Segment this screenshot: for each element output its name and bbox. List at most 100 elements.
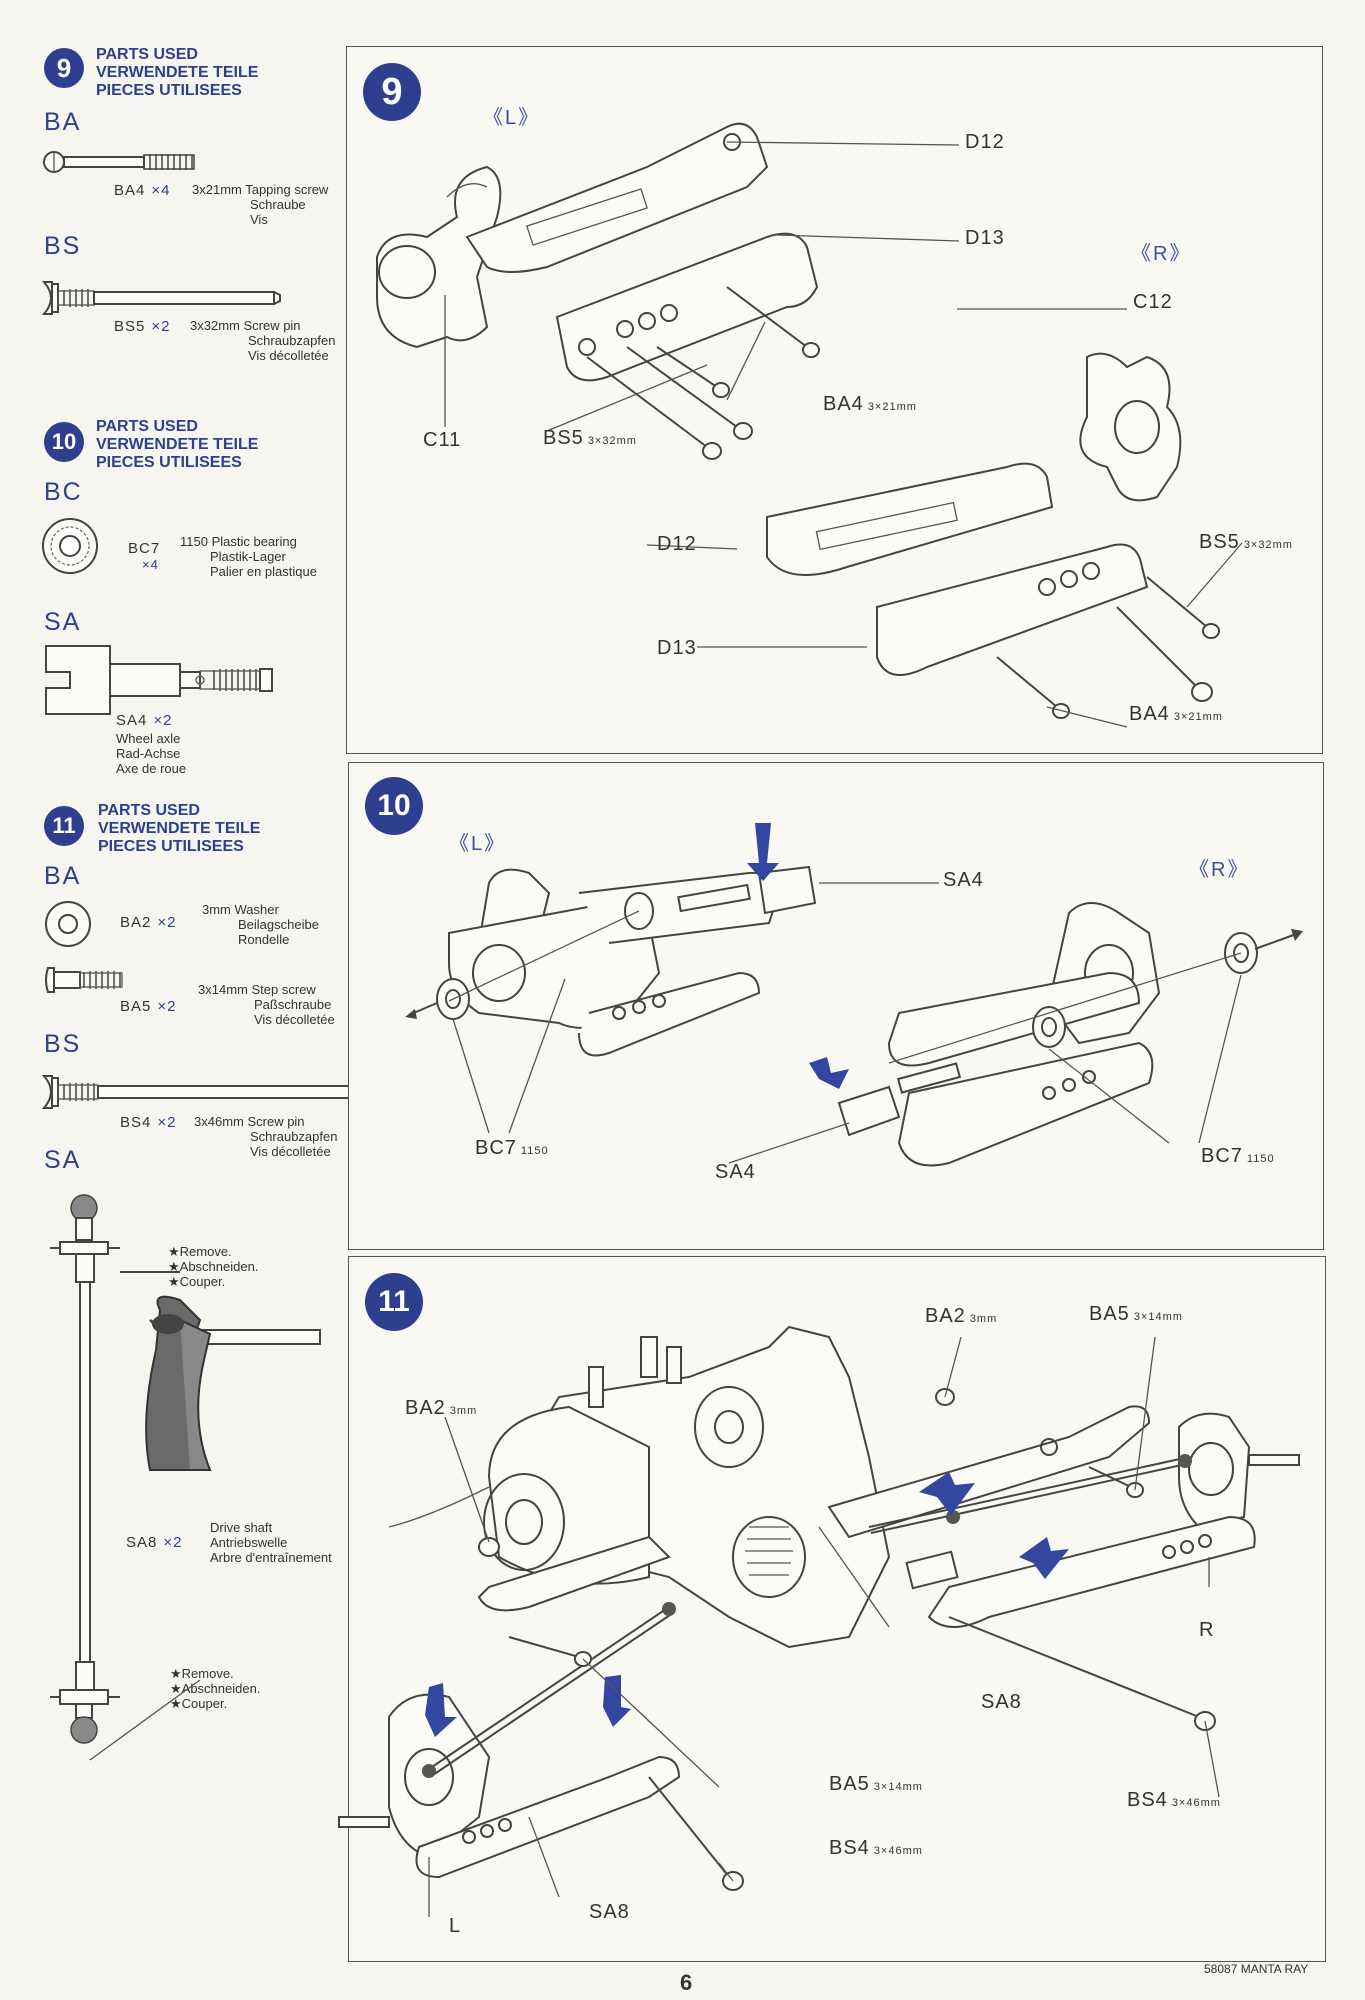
part-desc-bc7: 1150 Plastic bearing Plastik-Lager Palie… bbox=[180, 534, 317, 579]
qty: ×2 bbox=[151, 318, 171, 335]
desc-line: Schraube bbox=[250, 197, 306, 212]
part-desc-ba5: 3x14mm Step screw Paßschraube Vis décoll… bbox=[198, 982, 335, 1027]
step-11-drawing bbox=[338, 1325, 1300, 1917]
heading-line: PARTS USED bbox=[96, 418, 198, 435]
code: BS4 bbox=[1127, 1789, 1168, 1811]
model-caption: 58087 MANTA RAY bbox=[1204, 1962, 1309, 1976]
code: BA4 bbox=[1129, 703, 1170, 725]
step-10-badge: 10 bbox=[365, 777, 423, 835]
category-sa: SA bbox=[44, 608, 82, 636]
note-line: ★Remove. bbox=[168, 1244, 232, 1259]
label-d13-upper: D13 bbox=[965, 227, 1005, 249]
desc-line: Schraubzapfen bbox=[250, 1129, 338, 1144]
part-code-sa8: SA8×2 bbox=[126, 1534, 182, 1551]
desc-line: Wheel axle bbox=[116, 731, 181, 746]
heading-line: PIECES UTILISEES bbox=[98, 838, 244, 855]
step-9-panel: 9 《L》 《R》 bbox=[346, 46, 1323, 754]
desc-line: 3x46mm Screw pin bbox=[194, 1114, 305, 1129]
desc-line: 3x21mm Tapping screw bbox=[192, 182, 329, 197]
label-sa8-right: SA8 bbox=[981, 1691, 1022, 1713]
code: BC7 bbox=[475, 1137, 517, 1159]
part-desc-sa4: Wheel axle Rad-Achse Axe de roue bbox=[116, 731, 186, 776]
note-line: ★Remove. bbox=[170, 1666, 234, 1681]
step-9-drawing bbox=[376, 122, 1243, 728]
leader-line bbox=[89, 1679, 201, 1761]
qty: ×2 bbox=[157, 998, 177, 1015]
size: 3×46mm bbox=[1171, 1797, 1221, 1809]
size: 3×14mm bbox=[873, 1781, 923, 1793]
label-d12-upper: D12 bbox=[965, 131, 1005, 153]
desc-line: Axe de roue bbox=[116, 761, 187, 776]
part-code-sa4: SA4×2 bbox=[116, 712, 172, 729]
desc-line: Vis décolletée bbox=[248, 348, 329, 363]
code: BA4 bbox=[823, 393, 864, 415]
note-line: ★Couper. bbox=[168, 1274, 226, 1289]
part-code-bs4: BS4×2 bbox=[120, 1114, 176, 1131]
size: 3mm bbox=[449, 1405, 478, 1417]
qty: ×4 bbox=[151, 182, 171, 199]
label-d12-lower: D12 bbox=[657, 533, 697, 555]
code: BA2 bbox=[405, 1397, 446, 1419]
code: BA2 bbox=[925, 1305, 966, 1327]
qty: ×2 bbox=[157, 1114, 177, 1131]
heading-line: VERWENDETE TEILE bbox=[96, 436, 259, 453]
page-number: 6 bbox=[680, 1970, 693, 1995]
desc-line: Paßschraube bbox=[254, 997, 332, 1012]
code: BS5 bbox=[543, 427, 584, 449]
step-10-drawing bbox=[405, 823, 1303, 1167]
part-desc-ba4: 3x21mm Tapping screw Schraube Vis bbox=[192, 182, 328, 227]
desc-line: Plastik-Lager bbox=[210, 549, 286, 564]
desc-line: 3x14mm Step screw bbox=[198, 982, 316, 997]
screw-pin-icon bbox=[41, 1075, 369, 1109]
desc-line: Rondelle bbox=[238, 932, 290, 947]
desc-line: Drive shaft bbox=[210, 1520, 273, 1535]
code: BA2 bbox=[120, 914, 152, 931]
nipper-cutting-icon bbox=[120, 1271, 321, 1471]
size: 3×21mm bbox=[867, 401, 917, 413]
note-line: ★Couper. bbox=[170, 1696, 228, 1711]
heading-line: PIECES UTILISEES bbox=[96, 82, 242, 99]
left-side-label: 《L》 bbox=[483, 107, 541, 129]
desc-line: Schraubzapfen bbox=[248, 333, 336, 348]
code: BC7 bbox=[1201, 1145, 1243, 1167]
part-desc-bs4: 3x46mm Screw pin Schraubzapfen Vis décol… bbox=[194, 1114, 337, 1159]
part-code-bs5: BS5 ×2 bbox=[114, 318, 170, 335]
desc-line: Vis décolletée bbox=[254, 1012, 335, 1027]
code: BA4 bbox=[114, 182, 146, 199]
part-code-bc7: BC7 ×4 bbox=[128, 540, 160, 572]
code: BS5 bbox=[1199, 531, 1240, 553]
heading-line: PARTS USED bbox=[98, 802, 200, 819]
step-9-badge: 9 bbox=[363, 63, 421, 121]
size: 3×32mm bbox=[587, 435, 637, 447]
desc-line: Vis bbox=[250, 212, 268, 227]
code: BS5 bbox=[114, 318, 146, 335]
note-line: ★Abschneiden. bbox=[168, 1259, 259, 1274]
label-c12: C12 bbox=[1133, 291, 1173, 313]
part-desc-ba2: 3mm Washer Beilagscheibe Rondelle bbox=[202, 902, 319, 947]
code: BS4 bbox=[829, 1837, 870, 1859]
parts-used-heading-11: PARTS USED VERWENDETE TEILE PIECES UTILI… bbox=[98, 802, 260, 856]
parts-used-heading-9: PARTS USED VERWENDETE TEILE PIECES UTILI… bbox=[96, 46, 258, 100]
desc-line: Vis décolletée bbox=[250, 1144, 331, 1159]
desc-line: Arbre d'entraînement bbox=[210, 1550, 332, 1565]
desc-line: 3x32mm Screw pin bbox=[190, 318, 301, 333]
code: BA5 bbox=[1089, 1303, 1130, 1325]
label-c11: C11 bbox=[423, 429, 462, 451]
step-11-badge: 11 bbox=[365, 1273, 423, 1331]
desc-line: Antriebswelle bbox=[210, 1535, 288, 1550]
step-11-parts-badge: 11 bbox=[44, 806, 84, 846]
category-bs: BS bbox=[44, 1030, 82, 1058]
part-desc-sa8: Drive shaft Antriebswelle Arbre d'entraî… bbox=[210, 1520, 332, 1565]
qty: ×2 bbox=[153, 712, 173, 729]
step-10-parts-badge: 10 bbox=[44, 422, 84, 462]
